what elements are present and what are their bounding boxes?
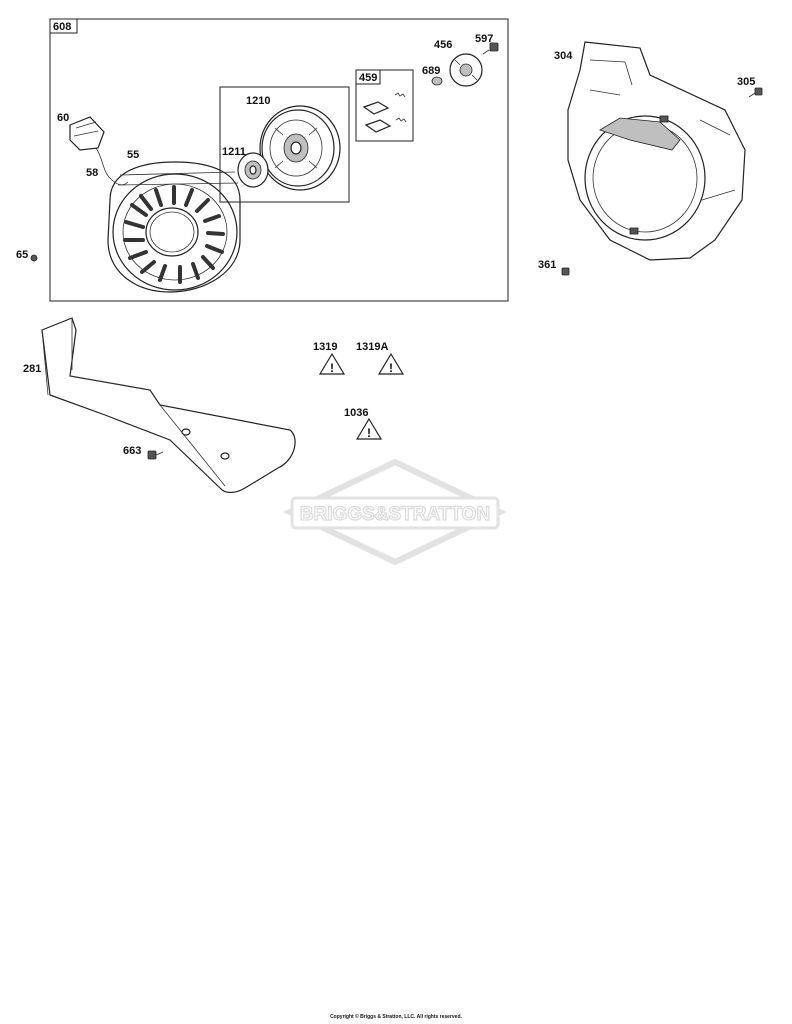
screw-597[interactable] (482, 42, 499, 55)
svg-text:!: ! (367, 426, 371, 440)
callout-60[interactable]: 60 (57, 112, 69, 124)
warning-label-1036[interactable]: ! (355, 417, 383, 440)
brand-watermark: BRIGGS&STRATTON (283, 458, 507, 566)
callout-58[interactable]: 58 (86, 167, 98, 179)
svg-text:!: ! (330, 361, 334, 375)
screw-305[interactable] (748, 87, 763, 98)
callout-55[interactable]: 55 (127, 149, 139, 161)
rewind-pulley[interactable] (259, 105, 341, 191)
callout-304[interactable]: 304 (554, 50, 573, 62)
callout-1210[interactable]: 1210 (246, 95, 270, 107)
starter-rope-handle[interactable] (69, 116, 105, 151)
assembly-box-608 (49, 18, 509, 302)
mounting-bracket[interactable] (41, 317, 296, 494)
callout-459[interactable]: 459 (359, 72, 377, 84)
svg-text:!: ! (389, 361, 393, 375)
pulley-subassembly-box (219, 86, 350, 203)
callout-663[interactable]: 663 (123, 445, 141, 457)
screw-361[interactable] (561, 267, 570, 276)
spring-washer-1211[interactable] (237, 152, 269, 188)
callout-305[interactable]: 305 (737, 76, 755, 88)
spring-689[interactable] (431, 76, 443, 86)
pawl-kit-parts[interactable] (362, 92, 407, 133)
warning-label-1319A[interactable]: ! (377, 352, 405, 375)
screw-65[interactable] (30, 254, 38, 262)
callout-689[interactable]: 689 (422, 65, 440, 77)
callout-1319A[interactable]: 1319A (356, 341, 388, 353)
starter-cup-456[interactable] (449, 53, 483, 87)
callout-65[interactable]: 65 (16, 249, 28, 261)
blower-housing[interactable] (567, 41, 746, 261)
callout-1036[interactable]: 1036 (344, 407, 368, 419)
callout-281[interactable]: 281 (23, 363, 41, 375)
recoil-starter-housing[interactable] (107, 161, 241, 293)
warning-label-1319[interactable]: ! (318, 352, 346, 375)
callout-456[interactable]: 456 (434, 39, 452, 51)
screw-663[interactable] (147, 450, 164, 460)
callout-1211[interactable]: 1211 (222, 146, 246, 158)
starter-rope (95, 147, 129, 186)
copyright-notice: Copyright © Briggs & Stratton, LLC. All … (330, 1014, 462, 1020)
watermark-text: BRIGGS&STRATTON (300, 504, 490, 525)
callout-361[interactable]: 361 (538, 259, 556, 271)
callout-597[interactable]: 597 (475, 33, 493, 45)
callout-608[interactable]: 608 (53, 21, 71, 33)
callout-box-459 (355, 69, 381, 85)
kit-box-459 (355, 69, 414, 142)
callout-box-608 (49, 18, 78, 34)
callout-1319[interactable]: 1319 (313, 341, 337, 353)
